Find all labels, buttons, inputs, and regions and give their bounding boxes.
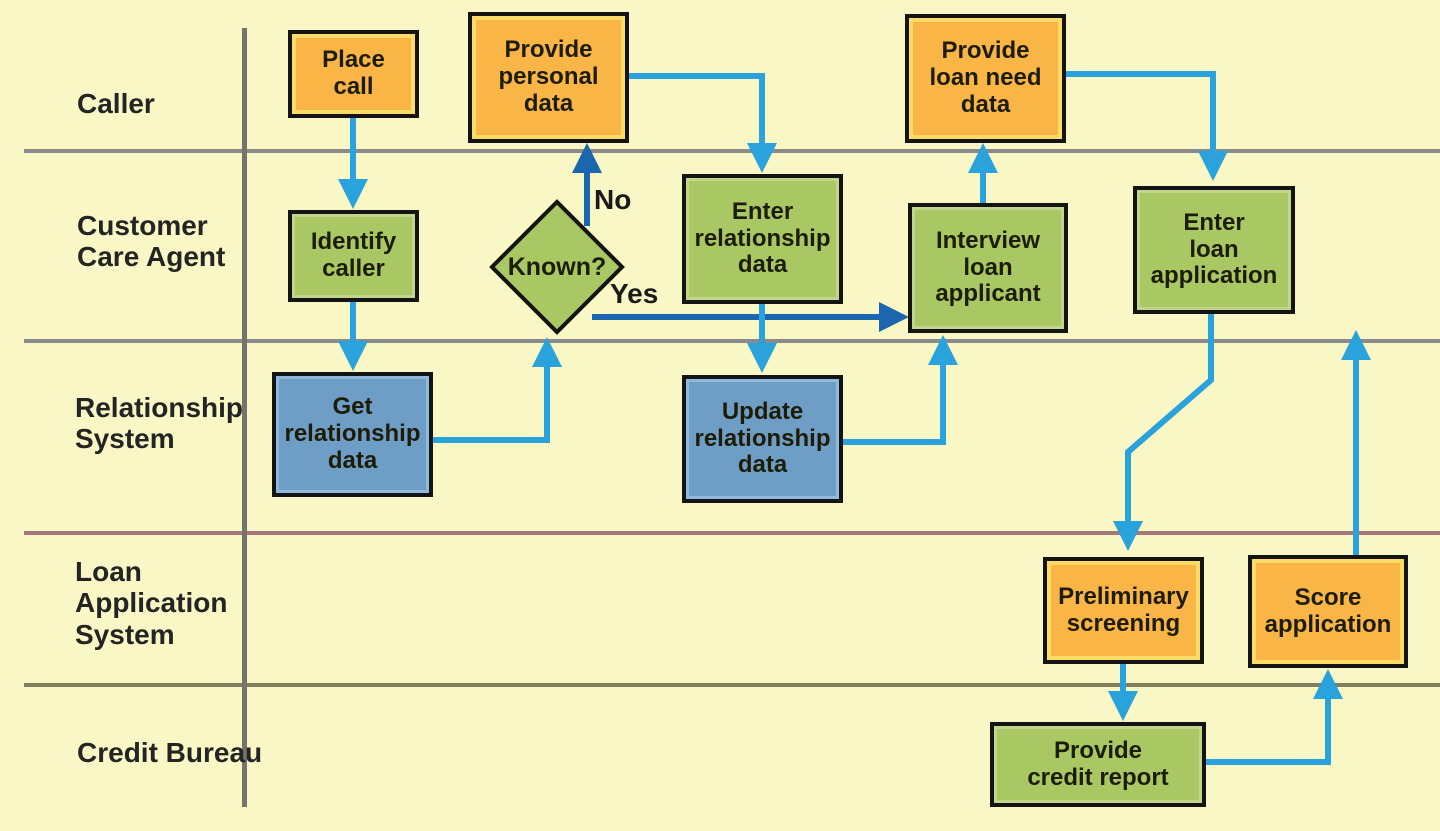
- lane-label-loan-application-system: Loan Application System: [75, 556, 228, 650]
- edge-label-yes: Yes: [610, 278, 659, 309]
- node-place-call: Place call: [288, 30, 419, 118]
- lane-label-credit-bureau: Credit Bureau: [77, 737, 263, 768]
- node-provide-personal-data: Provide personal data: [468, 12, 629, 143]
- node-enter-relationship-data: Enter relationship data: [682, 174, 843, 304]
- node-get-relationship-data: Get relationship data: [272, 372, 433, 497]
- node-preliminary-screening: Preliminary screening: [1043, 557, 1204, 664]
- node-provide-credit-report: Provide credit report: [990, 722, 1206, 807]
- arrow-provide-credit-to-score: [1205, 669, 1343, 765]
- node-provide-loan-need-data: Provide loan need data: [905, 14, 1066, 143]
- arrow-provide-personal-to-enter-relationship: [628, 73, 777, 173]
- node-enter-loan-application: Enter loan application: [1133, 186, 1295, 314]
- lane-divider-agent-relationship: [24, 339, 1440, 343]
- arrow-enter-loan-app-to-preliminary: [1113, 314, 1214, 551]
- node-update-relationship-data: Update relationship data: [682, 375, 843, 503]
- arrow-update-relationship-to-interview: [843, 335, 958, 445]
- arrow-provide-loan-need-to-enter-loan-app: [1065, 71, 1228, 181]
- lane-divider-relationship-loanapp: [24, 531, 1440, 535]
- lane-label-caller: Caller: [77, 88, 155, 119]
- lane-divider-loanapp-creditbureau: [24, 683, 1440, 687]
- lane-divider-caller-agent: [24, 149, 1440, 153]
- arrow-get-relationship-to-known: [433, 337, 562, 443]
- node-identify-caller: Identify caller: [288, 210, 419, 302]
- lane-label-customer-care-agent: Customer Care Agent: [77, 210, 226, 273]
- lane-header-separator: [242, 28, 247, 807]
- node-known-decision-label: Known?: [507, 252, 607, 281]
- node-interview-loan-applicant: Interview loan applicant: [908, 203, 1068, 333]
- lane-label-relationship-system: Relationship System: [75, 392, 244, 455]
- edge-label-no: No: [594, 184, 632, 215]
- node-score-application: Score application: [1248, 555, 1408, 668]
